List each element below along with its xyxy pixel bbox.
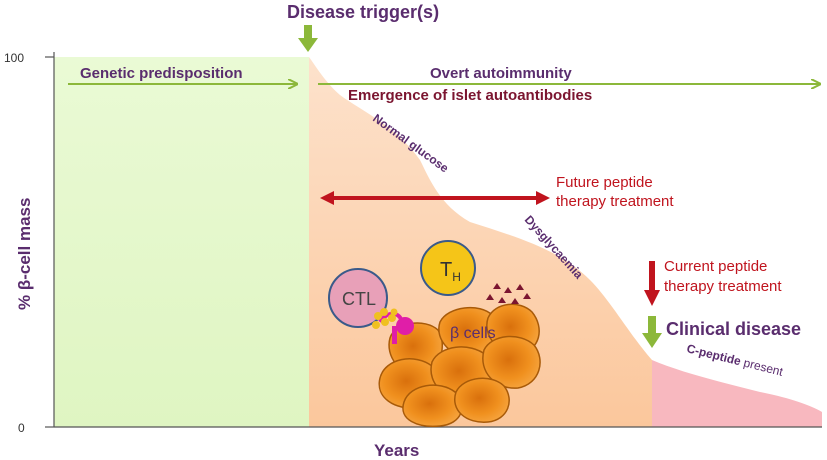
ctl-label: CTL <box>342 289 376 309</box>
clinical-down-arrow-icon <box>642 316 662 348</box>
clinical-region <box>652 360 822 427</box>
future-therapy-double-arrow-icon <box>320 191 550 205</box>
tcr-peptide-complex <box>372 308 414 344</box>
y-axis-label: % β-cell mass <box>15 198 34 310</box>
c-peptide-rest: present <box>739 355 785 379</box>
th-main: T <box>440 259 452 281</box>
current-therapy-line1: Current peptide <box>664 258 767 275</box>
y-tick-label-100: 100 <box>4 51 24 65</box>
th-label: TH <box>440 259 461 284</box>
c-peptide-label: C-peptide present <box>685 341 785 379</box>
th-sub: H <box>452 270 461 284</box>
predisposition-region <box>54 57 309 427</box>
th-cell <box>420 240 476 296</box>
disease-trigger-title: Disease trigger(s) <box>287 2 439 22</box>
x-axis-label: Years <box>374 441 419 460</box>
islet-autoantibodies-label: Emergence of islet autoantibodies <box>348 87 592 104</box>
granules <box>486 283 531 304</box>
current-therapy-line2: therapy treatment <box>664 278 782 295</box>
current-therapy-down-arrow-icon <box>644 261 660 306</box>
future-therapy-line2: therapy treatment <box>556 193 674 210</box>
trigger-down-arrow-icon <box>298 25 318 52</box>
ctl-cell <box>328 268 388 328</box>
overt-autoimmunity-label: Overt autoimmunity <box>430 65 572 82</box>
c-peptide-bold: C-peptide <box>685 341 742 368</box>
beta-cell-cluster <box>378 303 541 428</box>
clinical-disease-label: Clinical disease <box>666 319 801 339</box>
y-tick-label-0: 0 <box>18 421 25 435</box>
beta-cells-label: β cells <box>450 325 496 342</box>
future-therapy-line1: Future peptide <box>556 174 653 191</box>
genetic-predisposition-label: Genetic predisposition <box>80 65 243 82</box>
